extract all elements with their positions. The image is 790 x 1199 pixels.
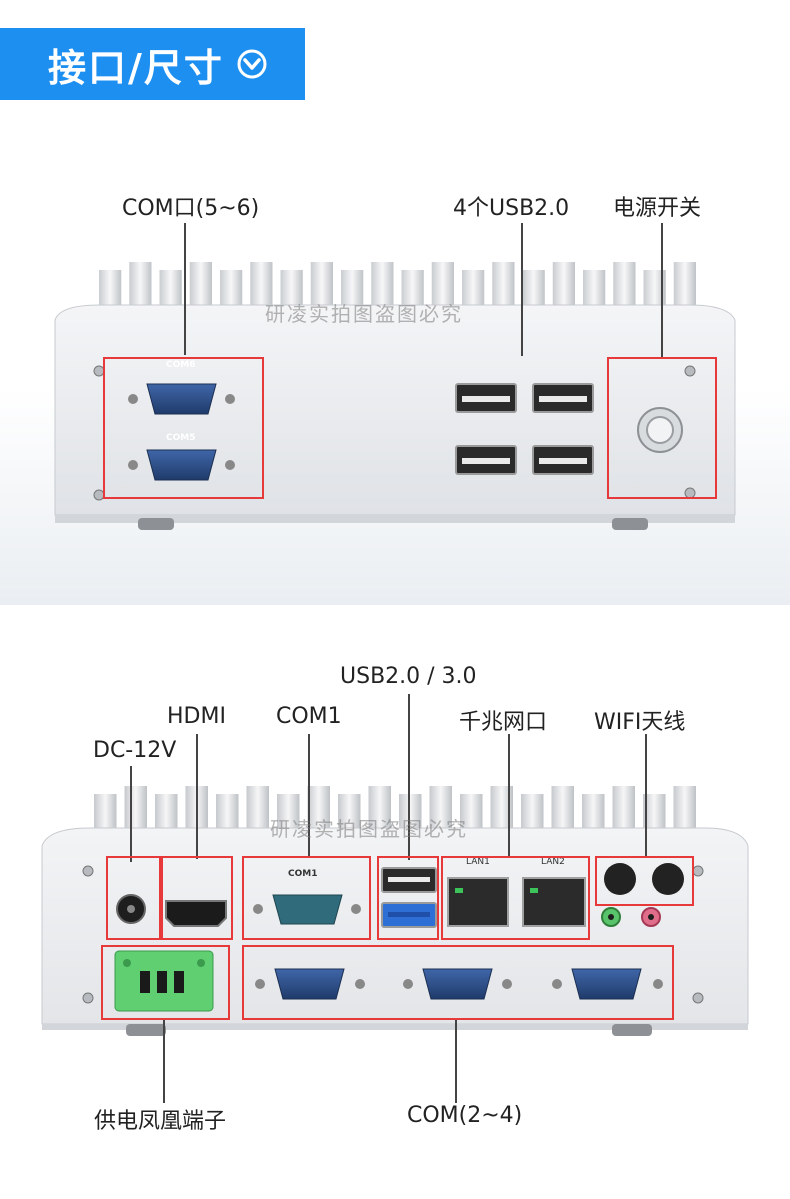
label-com-2-4: COM(2~4)	[407, 1103, 523, 1128]
com5-tag: COM5	[166, 433, 196, 443]
usb-highlight-box	[377, 856, 439, 940]
label-wifi-antenna: WIFI天线	[594, 710, 686, 735]
top-view-panel: 研凌实拍图盗图必究 COM6 COM5 COM口(5~6) 4个USB2.0 电…	[0, 120, 790, 605]
watermark: 研凌实拍图盗图必究	[265, 302, 463, 326]
wifi-highlight-box	[595, 856, 694, 906]
watermark: 研凌实拍图盗图必究	[270, 817, 468, 841]
lan1-tag: LAN1	[466, 857, 490, 867]
dc-highlight-box	[106, 856, 161, 940]
phoenix-highlight-box	[101, 945, 230, 1020]
power-highlight-box	[607, 357, 717, 499]
label-usb: USB2.0 / 3.0	[340, 664, 477, 689]
com1-tag: COM1	[288, 869, 318, 879]
label-phoenix-terminal: 供电凤凰端子	[94, 1109, 227, 1134]
com-highlight-box	[103, 357, 264, 499]
device-bottom-image	[41, 694, 749, 1103]
section-title: 接口/尺寸	[48, 45, 224, 90]
label-com1: COM1	[276, 704, 342, 729]
lan2-tag: LAN2	[541, 857, 565, 867]
label-hdmi: HDMI	[167, 704, 226, 729]
label-power-switch: 电源开关	[613, 196, 702, 221]
com1-highlight-box	[242, 856, 371, 940]
label-dc-12v: DC-12V	[93, 738, 177, 763]
label-usb-ports: 4个USB2.0	[453, 196, 570, 221]
label-com-ports: COM口(5~6)	[122, 196, 260, 221]
com-multi-highlight-box	[242, 945, 674, 1020]
com6-tag: COM6	[166, 360, 196, 370]
label-gigabit-lan: 千兆网口	[459, 710, 548, 735]
lan-highlight-box	[441, 856, 590, 940]
hdmi-highlight-box	[161, 856, 233, 940]
bottom-view-panel: 研凌实拍图盗图必究 COM1 LAN1 LAN2 USB2.0 / 3.0 HD…	[0, 606, 790, 1199]
chevron-down-icon	[237, 49, 267, 79]
section-banner: 接口/尺寸	[0, 28, 305, 100]
